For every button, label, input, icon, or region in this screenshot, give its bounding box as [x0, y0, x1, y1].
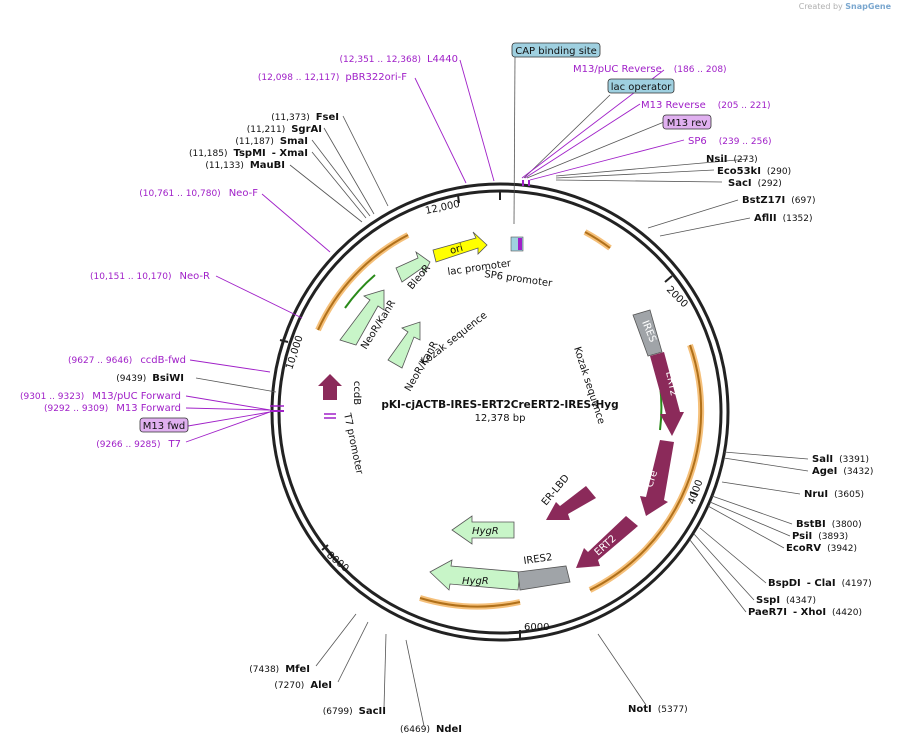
enzyme-fsei: (11,373)FseI [271, 112, 339, 123]
map-title: pKI-cjACTB-IRES-ERT2CreERT2-IRES-Hyg [381, 399, 618, 411]
credit-prefix: Created by [798, 2, 843, 11]
map-size: 12,378 bp [475, 413, 526, 424]
credit-brand: SnapGene [845, 2, 891, 11]
enzyme-paer7i-xhoi: PaeR7I- XhoI(4420) [748, 607, 862, 618]
svg-text:M13 fwd: M13 fwd [143, 421, 185, 432]
box-m13-fwd: M13 fwd [139, 417, 189, 433]
enzyme-labels: NsiI(273) Eco53kI(290) SacI(292) BstZ17I… [116, 112, 873, 735]
enzyme-smai: (11,187)SmaI [235, 136, 308, 147]
t7-promoter-label: T7 promoter [341, 411, 365, 476]
svg-text:CAP binding site: CAP binding site [515, 46, 597, 57]
feature-er-lbd[interactable]: ER-LBD [540, 473, 596, 520]
enzyme-nrui: NruI(3605) [804, 489, 864, 500]
feature-cre-label: Cre [644, 469, 660, 489]
enzyme-sspi: SspI(4347) [756, 595, 816, 606]
primer-neo-r: (10,151 .. 10,170)Neo-R [90, 271, 210, 282]
backbone-marks [270, 180, 530, 419]
snapgene-credit: Created by SnapGene [799, 2, 891, 11]
primer-labels: (12,351 .. 12,368)L4440 (12,098 .. 12,11… [20, 54, 772, 450]
primer-sp6: SP6(239 .. 256) [688, 136, 772, 147]
kozak-label-1: Kozak sequence [419, 310, 489, 368]
enzyme-bspdi-clai: BspDI- ClaI(4197) [768, 578, 872, 589]
box-lac-operator: lac operator [607, 78, 675, 94]
primer-neo-f: (10,761 .. 10,780)Neo-F [139, 188, 258, 199]
enzyme-bsiwi: (9439)BsiWI [116, 373, 184, 384]
feature-hygr-2-label: HygR [462, 576, 489, 587]
feature-ori-label: ori [449, 243, 465, 257]
enzyme-agei: AgeI(3432) [812, 466, 873, 477]
enzyme-aflii: AflII(1352) [754, 213, 813, 224]
feature-cre[interactable]: Cre [640, 440, 674, 516]
tick-marks [279, 190, 699, 638]
tick-label-6000: 6000 [524, 622, 549, 633]
sp6-promoter-label: SP6 promoter [484, 269, 554, 290]
enzyme-ecorv: EcoRV(3942) [786, 543, 857, 554]
svg-text:M13 rev: M13 rev [667, 118, 708, 129]
enzyme-sali: SalI(3391) [812, 454, 869, 465]
enzyme-bstbi: BstBI(3800) [796, 519, 862, 530]
primer-t7: (9266 .. 9285)T7 [96, 439, 181, 450]
feature-hygr-1-label: HygR [472, 526, 499, 537]
feature-ert2-1-label: ERT2 [663, 370, 679, 397]
feature-hygr-2[interactable]: HygR [429, 559, 521, 591]
kozak-label-2: Kozak sequence [571, 346, 606, 426]
enzyme-bstz17i: BstZ17I(697) [742, 195, 815, 206]
enzyme-tspmi-xmai: (11,185)TspMI- XmaI [189, 148, 308, 159]
enzyme-alei: (7270)AleI [274, 680, 332, 691]
promoter-labels: lac promoter SP6 promoter T7 promoter Ko… [341, 236, 607, 476]
primer-l4440: (12,351 .. 12,368)L4440 [340, 54, 458, 65]
primer-m13-puc-forward: (9301 .. 9323)M13/pUC Forward [20, 391, 181, 402]
primer-m13-reverse: M13 Reverse(205 .. 221) [641, 100, 771, 111]
enzyme-maubi: (11,133)MauBI [205, 160, 285, 171]
feature-ert2-2[interactable]: ERT2 [576, 516, 638, 568]
svg-text:lac operator: lac operator [611, 82, 672, 93]
primer-ccdb-fwd: (9627 .. 9646)ccdB-fwd [68, 355, 186, 366]
feature-ires2-label: IRES2 [523, 552, 553, 567]
primer-pbr322ori-f: (12,098 .. 12,117)pBR322ori-F [258, 72, 407, 83]
enzyme-saci: SacI(292) [728, 178, 782, 189]
feature-neor-kanr-1[interactable]: NeoR/KanR [339, 289, 398, 352]
orf-arcs [315, 229, 705, 610]
box-m13-rev: M13 rev [662, 114, 712, 130]
feature-ert2-1[interactable]: ERT2 [650, 352, 684, 436]
feature-ccdb[interactable]: ccdB [318, 374, 362, 405]
feature-ccdb-label: ccdB [351, 381, 362, 405]
enzyme-noti: NotI(5377) [628, 704, 688, 715]
boxed-labels: CAP binding site lac operator M13 rev M1… [139, 42, 712, 433]
tick-label-2000: 2000 [664, 284, 690, 310]
enzyme-sgrai: (11,211)SgrAI [247, 124, 322, 135]
box-cap-binding-site: CAP binding site [511, 42, 601, 58]
feature-ori[interactable]: ori [432, 231, 488, 263]
feature-hygr-1[interactable]: HygR [451, 515, 515, 545]
primer-m13-forward: (9292 .. 9309)M13 Forward [44, 403, 181, 414]
enzyme-psii: PsiI(3893) [792, 531, 848, 542]
enzyme-eco53ki: Eco53kI(290) [717, 166, 791, 177]
enzyme-ndei: (6469)NdeI [400, 724, 462, 735]
enzyme-mfei: (7438)MfeI [249, 664, 310, 675]
feature-ires2[interactable]: IRES2 [517, 552, 571, 591]
enzyme-nsii: NsiI(273) [706, 154, 758, 165]
enzyme-sacii: (6799)SacII [323, 706, 386, 717]
feature-bleor[interactable]: BleoR [395, 250, 433, 292]
primer-m13-puc-reverse: M13/pUC Reverse(186 .. 208) [573, 64, 727, 75]
feature-ires[interactable]: IRES [632, 309, 663, 357]
